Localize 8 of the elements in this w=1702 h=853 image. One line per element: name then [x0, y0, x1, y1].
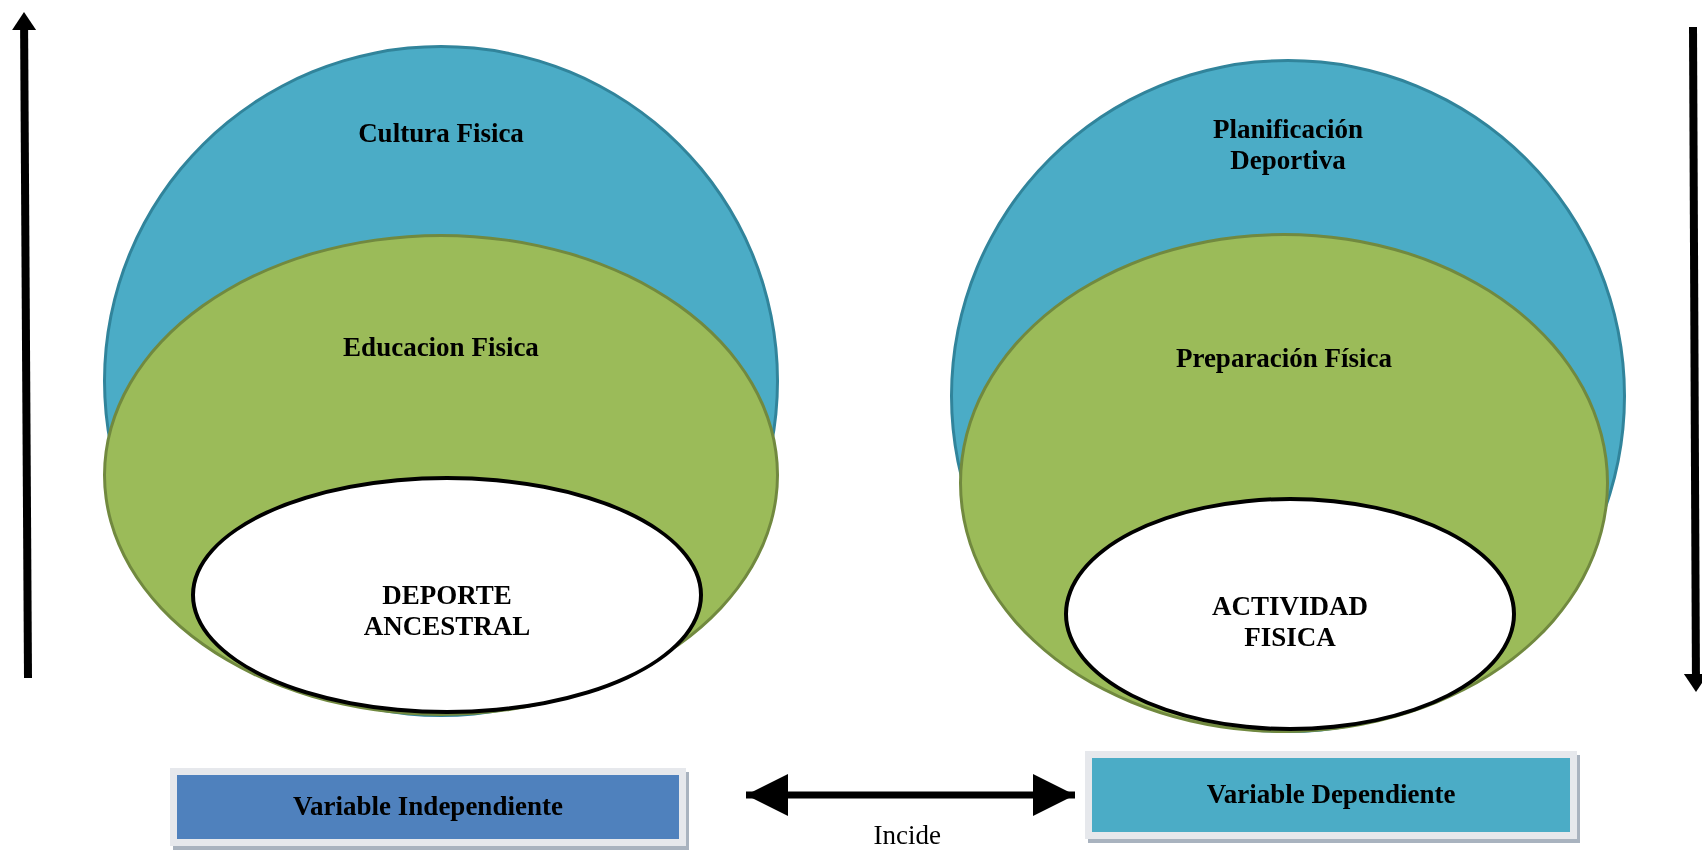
node-label: Preparación Física: [1174, 343, 1394, 375]
node-label: Planificación Deportiva: [1212, 114, 1364, 177]
node-label: Educacion Fisica: [342, 332, 540, 364]
node-label: Variable Dependiente: [1206, 779, 1456, 811]
node-label: Variable Independiente: [293, 791, 563, 823]
node-label: ACTIVIDAD FISICA: [1211, 591, 1369, 654]
node-label: Cultura Fisica: [357, 118, 525, 150]
node-label: DEPORTE ANCESTRAL: [362, 580, 532, 643]
